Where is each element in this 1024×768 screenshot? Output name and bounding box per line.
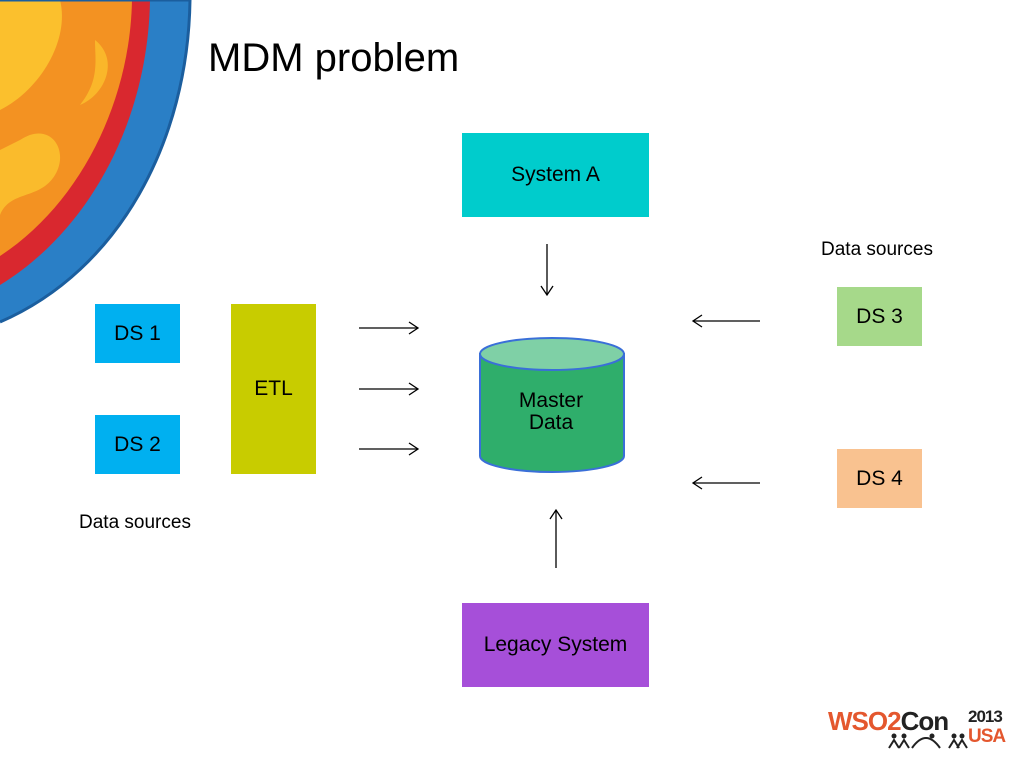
master-data-line1: Master — [518, 389, 584, 412]
etl-label: ETL — [254, 377, 293, 400]
ds3-label: DS 3 — [856, 304, 903, 328]
ds2-label: DS 2 — [114, 432, 161, 456]
ds3-box: DS 3 — [837, 287, 922, 346]
etl-box: ETL — [231, 304, 316, 474]
logo-people-icon — [888, 733, 968, 749]
slide-title: MDM problem — [208, 36, 460, 80]
logo-location: USA — [968, 726, 1006, 747]
arrow-etl-to-master-1 — [359, 321, 420, 335]
corner-decoration — [0, 0, 192, 324]
master-data-label: Master Data — [478, 390, 624, 434]
wso2con-logo: WSO2Con 2013 USA — [828, 704, 1008, 752]
arrow-legacy-to-master — [549, 508, 563, 568]
ds2-box: DS 2 — [95, 415, 180, 474]
arrow-ds3-to-master — [691, 314, 760, 328]
arrow-etl-to-master-3 — [359, 442, 420, 456]
legacy-system-label: Legacy System — [483, 633, 628, 656]
arrow-etl-to-master-2 — [359, 382, 420, 396]
ds1-label: DS 1 — [114, 321, 161, 345]
ds4-label: DS 4 — [856, 466, 903, 490]
logo-brand: WSO2Con — [828, 706, 949, 736]
master-data-line2: Data — [528, 411, 574, 434]
ds4-box: DS 4 — [837, 449, 922, 508]
logo-year: 2013 — [968, 707, 1003, 726]
system-a-label: System A — [511, 163, 600, 186]
system-a-box: System A — [462, 133, 649, 217]
legacy-system-box: Legacy System — [462, 603, 649, 687]
arrow-system-a-to-master — [540, 244, 554, 297]
arrow-ds4-to-master — [691, 476, 760, 490]
master-data-cylinder — [479, 337, 625, 473]
ds1-box: DS 1 — [95, 304, 180, 363]
right-data-sources-label: Data sources — [821, 239, 933, 260]
left-data-sources-label: Data sources — [79, 512, 191, 533]
